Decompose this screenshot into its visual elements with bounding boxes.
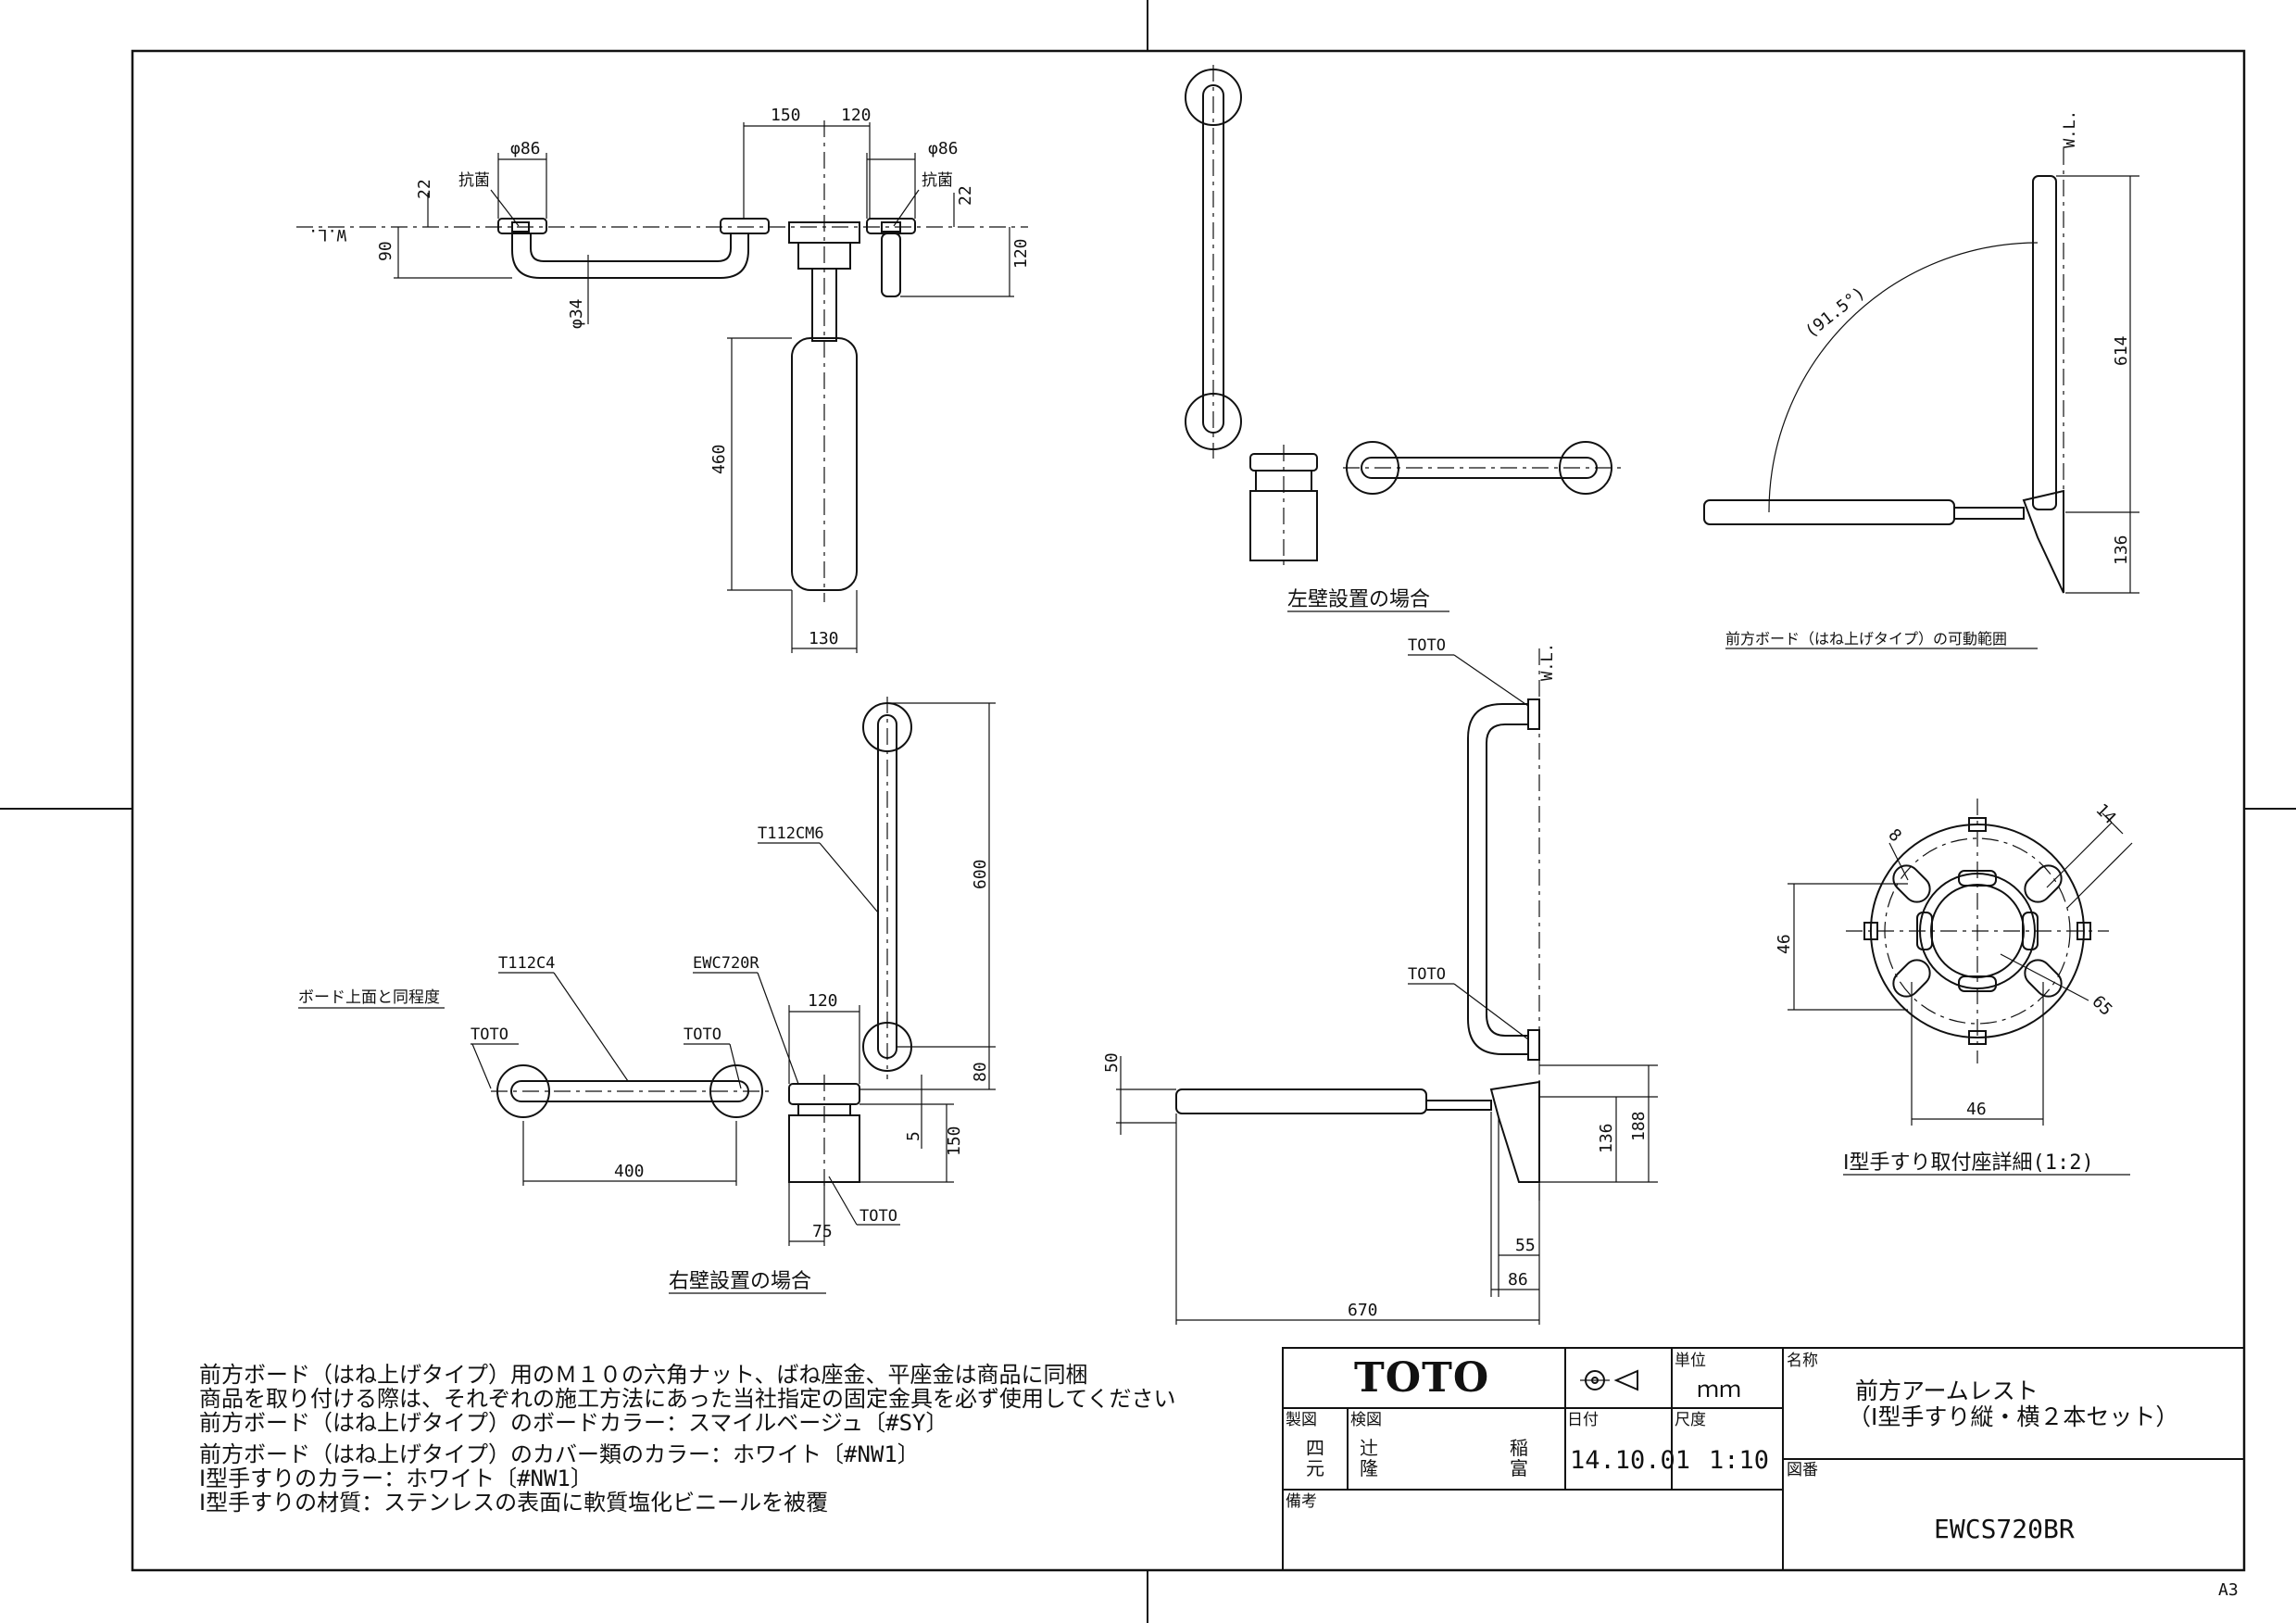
- board-range-caption: 前方ボード（はね上げタイプ）の可動範囲: [1725, 630, 2007, 648]
- projection-symbol-icon: [1580, 1369, 1638, 1391]
- drawing-no-label: 図番: [1787, 1461, 1818, 1479]
- side-view-toto-top: TOTO: [1408, 636, 1446, 655]
- side-view-dim-670: 670: [1348, 1301, 1378, 1320]
- top-view-dim-120-right: 120: [1011, 238, 1031, 269]
- right-wall-label-toto-c: TOTO: [859, 1207, 897, 1226]
- right-wall-label-t112c4: T112C4: [498, 954, 555, 973]
- top-view-antibac-right: 抗菌: [922, 171, 953, 190]
- title-block: TOTO 単位 ｍｍ 名称 前方アームレスト （Ⅰ型手すり縦・横２本セット） 製…: [1282, 1347, 2245, 1571]
- notes-block: 前方ボード（はね上げタイプ）用のＭ１０の六角ナット、ばね座金、平座金は商品に同梱…: [199, 1362, 1176, 1516]
- side-view-dim-136: 136: [1597, 1123, 1616, 1153]
- right-wall-dim-400: 400: [614, 1162, 645, 1181]
- side-view-wl: W.L.: [1538, 643, 1557, 681]
- product-name-line2: （Ⅰ型手すり縦・横２本セット）: [1848, 1403, 2178, 1430]
- right-wall-dim-80: 80: [971, 1062, 990, 1082]
- top-view-dim-90: 90: [376, 241, 395, 261]
- detail-dim-65: 65: [2088, 992, 2115, 1020]
- right-wall-label-t112cm6: T112CM6: [758, 824, 824, 843]
- date-label: 日付: [1567, 1411, 1599, 1429]
- checked-by-a1: 辻: [1360, 1437, 1378, 1459]
- mount-detail-view: 14 8 46 46 65 Ⅰ型手すり取付座詳細(1:2): [1775, 799, 2133, 1176]
- top-view-dim-phi86-left: φ86: [510, 139, 541, 158]
- side-view-toto-mid: TOTO: [1408, 965, 1446, 984]
- detail-dim-46-v: 46: [1775, 934, 1794, 954]
- right-wall-dim-75: 75: [812, 1222, 833, 1241]
- name-label: 名称: [1787, 1352, 1818, 1370]
- right-wall-caption: 右壁設置の場合: [669, 1270, 811, 1293]
- side-view-dim-86: 86: [1508, 1270, 1528, 1290]
- note-line: 前方ボード（はね上げタイプ）のカバー類のカラー：ホワイト〔#NW1〕: [199, 1441, 920, 1467]
- note-line: Ⅰ型手すりの材質：ステンレスの表面に軟質塩化ビニールを被覆: [199, 1490, 828, 1516]
- detail-dim-8: 8: [1884, 825, 1905, 847]
- checked-by-b2: 富: [1510, 1457, 1528, 1479]
- company-logo: TOTO: [1354, 1354, 1489, 1402]
- left-wall-caption: 左壁設置の場合: [1287, 588, 1430, 611]
- note-line: 前方ボード（はね上げタイプ）用のＭ１０の六角ナット、ばね座金、平座金は商品に同梱: [199, 1362, 1088, 1388]
- unit-label: 単位: [1675, 1352, 1706, 1370]
- board-range-view: W.L. (91.5°) 614 136 前方ボード（はね上げタイプ）の可動範囲: [1703, 110, 2139, 649]
- right-wall-label-ewc720r: EWC720R: [693, 954, 759, 973]
- right-wall-label-toto-b: TOTO: [684, 1025, 721, 1044]
- top-view-dim-130: 130: [809, 629, 839, 648]
- side-view-dim-188: 188: [1629, 1111, 1649, 1141]
- left-wall-view: 左壁設置の場合: [1185, 65, 1621, 612]
- drawing-number: EWCS720BR: [1934, 1514, 2075, 1544]
- right-wall-dim-150: 150: [945, 1126, 964, 1156]
- remarks-label: 備考: [1286, 1492, 1317, 1511]
- right-wall-label-board-level: ボード上面と同程度: [298, 988, 440, 1007]
- right-wall-dim-600: 600: [971, 859, 990, 889]
- checked-by-a2: 隆: [1360, 1457, 1378, 1479]
- scale-value: 1:10: [1709, 1446, 1769, 1475]
- right-wall-view: T112CM6 T112C4 EWC720R ボード上面と同程度 TOTO TO…: [298, 697, 996, 1294]
- detail-caption: Ⅰ型手すり取付座詳細(1:2): [1843, 1151, 2094, 1175]
- top-view-dim-phi34: φ34: [567, 298, 586, 329]
- board-range-dim-614: 614: [2112, 335, 2131, 366]
- checked-label: 検図: [1350, 1411, 1382, 1429]
- detail-dim-14: 14: [2091, 800, 2119, 828]
- note-line: 商品を取り付ける際は、それぞれの施工方法にあった当社指定の固定金具を必ず使用して…: [199, 1386, 1176, 1412]
- top-view-dim-460: 460: [709, 444, 729, 474]
- drawn-by-1: 四: [1306, 1437, 1324, 1459]
- unit-value: ｍｍ: [1697, 1377, 1741, 1403]
- drawn-by-2: 元: [1306, 1457, 1324, 1479]
- top-view: W.L. 150 120 φ86 抗菌 φ86: [296, 106, 1031, 653]
- top-view-wl-label: W.L.: [308, 225, 346, 244]
- note-line: 前方ボード（はね上げタイプ）のボードカラー：スマイルベージュ〔#SY〕: [199, 1410, 947, 1436]
- right-wall-dim-5: 5: [904, 1131, 923, 1141]
- checked-by-b1: 稲: [1510, 1437, 1528, 1459]
- date-value: 14.10.01: [1570, 1446, 1690, 1475]
- top-view-dim-150: 150: [771, 106, 801, 125]
- sheet-size-label: A3: [2218, 1580, 2239, 1600]
- top-view-antibac-left: 抗菌: [458, 171, 490, 190]
- side-view: W.L. TOTO TOTO 50 136 188 55 86: [1102, 636, 1658, 1325]
- right-wall-dim-120: 120: [808, 991, 838, 1011]
- top-view-dim-22-left: 22: [415, 179, 434, 199]
- right-wall-label-toto-a: TOTO: [470, 1025, 508, 1044]
- board-range-dim-136: 136: [2112, 535, 2131, 565]
- note-line: Ⅰ型手すりのカラー：ホワイト〔#NW1〕: [199, 1466, 593, 1491]
- board-range-wl: W.L.: [2061, 110, 2079, 148]
- side-view-dim-50: 50: [1102, 1052, 1122, 1073]
- top-view-dim-phi86-right: φ86: [928, 139, 959, 158]
- side-view-dim-55: 55: [1515, 1236, 1536, 1255]
- product-name-line1: 前方アームレスト: [1855, 1378, 2039, 1404]
- top-view-dim-120-top: 120: [841, 106, 872, 125]
- top-view-dim-22-right: 22: [956, 185, 975, 206]
- detail-dim-46-h: 46: [1966, 1100, 1987, 1119]
- board-range-angle: (91.5°): [1801, 283, 1869, 342]
- drawn-label: 製図: [1286, 1411, 1317, 1429]
- scale-label: 尺度: [1675, 1411, 1706, 1429]
